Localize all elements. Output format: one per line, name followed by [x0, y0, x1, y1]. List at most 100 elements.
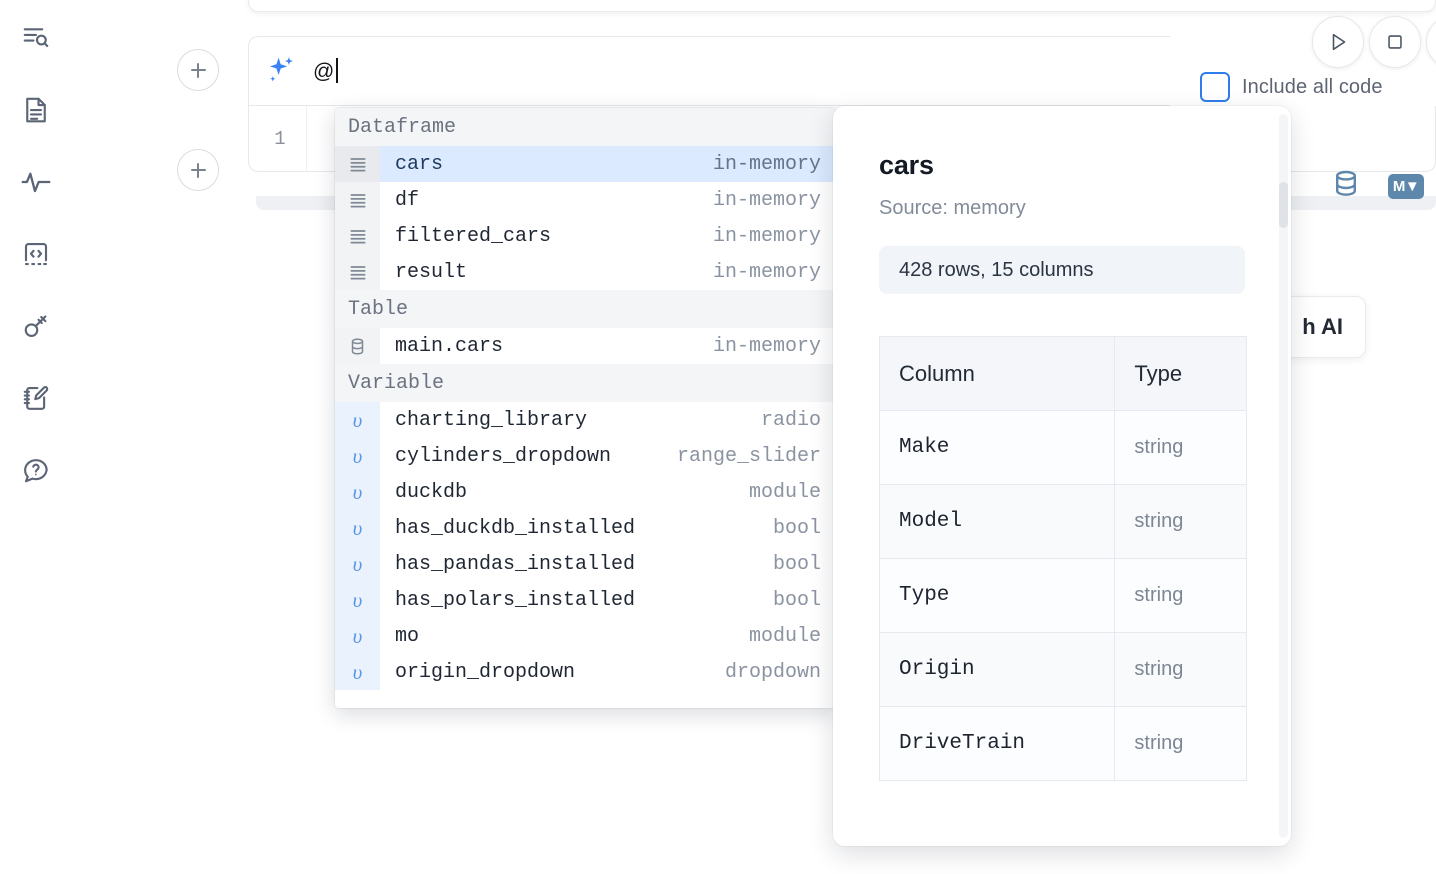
key-icon[interactable]	[14, 304, 58, 348]
autocomplete-item-name: df	[395, 188, 420, 212]
autocomplete-item-body: has_pandas_installed bool	[380, 546, 835, 582]
autocomplete-item-type: range_slider	[676, 444, 821, 468]
left-icon-rail	[0, 0, 72, 874]
ai-prompt-text: @	[313, 60, 335, 83]
add-cell-above-button[interactable]	[177, 49, 219, 91]
schema-column-type: string	[1114, 632, 1247, 707]
cell-card-above	[248, 0, 1436, 12]
schema-column-name: Make	[878, 410, 1116, 485]
variable-icon: υ	[335, 546, 380, 582]
activity-pulse-icon[interactable]	[14, 160, 58, 204]
autocomplete-item-body: result in-memory	[380, 254, 835, 290]
schema-column-name: Origin	[878, 632, 1116, 707]
include-all-code-control[interactable]: Include all code	[1200, 72, 1383, 102]
autocomplete-item[interactable]: result in-memory	[335, 254, 835, 290]
autocomplete-item-name: result	[395, 260, 468, 284]
table-database-icon	[335, 328, 380, 364]
help-chat-icon[interactable]	[14, 448, 58, 492]
database-icon[interactable]	[1330, 168, 1362, 205]
table-header-row: Column Type	[878, 336, 1247, 411]
explore-files-icon[interactable]	[14, 16, 58, 60]
schema-column-type: string	[1114, 558, 1247, 633]
gutter-divider	[306, 106, 307, 172]
autocomplete-item-name: cars	[395, 152, 444, 176]
text-caret	[335, 58, 338, 83]
schema-column-name: DriveTrain	[878, 706, 1116, 781]
autocomplete-group-header: Table	[335, 290, 835, 328]
scratchpad-edit-icon[interactable]	[14, 376, 58, 420]
autocomplete-item-name: cylinders_dropdown	[395, 444, 612, 468]
autocomplete-group-header: Variable	[335, 364, 835, 402]
dataframe-rows-icon	[335, 146, 380, 182]
autocomplete-item-type: in-memory	[712, 334, 821, 358]
run-cell-button[interactable]	[1312, 16, 1364, 68]
stop-cell-button[interactable]	[1369, 16, 1421, 68]
variable-icon: υ	[335, 474, 380, 510]
autocomplete-item-name: has_polars_installed	[395, 588, 636, 612]
schema-column-type: string	[1114, 410, 1247, 485]
markdown-icon[interactable]: M▼	[1388, 174, 1424, 199]
ai-prompt-row: @	[248, 36, 1170, 106]
include-all-code-checkbox[interactable]	[1200, 72, 1230, 102]
schema-column-name: Type	[878, 558, 1116, 633]
variable-icon: υ	[335, 582, 380, 618]
add-cell-below-button[interactable]	[177, 149, 219, 191]
variable-icon: υ	[335, 618, 380, 654]
autocomplete-item-type: in-memory	[712, 260, 821, 284]
autocomplete-item[interactable]: cars in-memory	[335, 146, 835, 182]
autocomplete-item[interactable]: υ has_polars_installed bool	[335, 582, 835, 618]
document-icon[interactable]	[14, 88, 58, 132]
autocomplete-item-name: has_duckdb_installed	[395, 516, 636, 540]
schema-column-type: string	[1114, 706, 1247, 781]
autocomplete-item-type: bool	[772, 588, 821, 612]
autocomplete-item-type: in-memory	[712, 152, 821, 176]
generate-with-ai-label: h AI	[1302, 314, 1343, 339]
preview-shape-badge: 428 rows, 15 columns	[879, 246, 1245, 294]
autocomplete-item-name: filtered_cars	[395, 224, 552, 248]
autocomplete-item[interactable]: υ has_pandas_installed bool	[335, 546, 835, 582]
autocomplete-item-name: origin_dropdown	[395, 660, 576, 684]
preview-title: cars	[879, 150, 934, 180]
dataframe-rows-icon	[335, 254, 380, 290]
autocomplete-item-type: bool	[772, 552, 821, 576]
autocomplete-item-type: module	[748, 624, 821, 648]
variable-icon: υ	[335, 510, 380, 546]
autocomplete-item-name: duckdb	[395, 480, 468, 504]
ai-prompt-input[interactable]: @	[313, 58, 1170, 84]
autocomplete-item-name: has_pandas_installed	[395, 552, 636, 576]
autocomplete-bottom-fade	[335, 694, 835, 708]
autocomplete-item-name: charting_library	[395, 408, 588, 432]
sparkles-icon	[249, 54, 313, 88]
code-snippet-icon[interactable]	[14, 232, 58, 276]
autocomplete-item-body: has_polars_installed bool	[380, 582, 835, 618]
more-actions-button[interactable]	[1426, 16, 1436, 68]
autocomplete-group-header: Dataframe	[335, 108, 835, 146]
preview-scrollbar-thumb[interactable]	[1279, 182, 1288, 228]
preview-bottom-mask	[833, 808, 1291, 846]
schema-column-name: Model	[878, 484, 1116, 559]
preview-scrollbar-track[interactable]	[1279, 114, 1288, 838]
autocomplete-item-body: cylinders_dropdown range_slider	[380, 438, 835, 474]
schema-column-type: string	[1114, 484, 1247, 559]
autocomplete-item-body: cars in-memory	[380, 146, 835, 182]
column-header-type: Type	[1114, 336, 1247, 411]
